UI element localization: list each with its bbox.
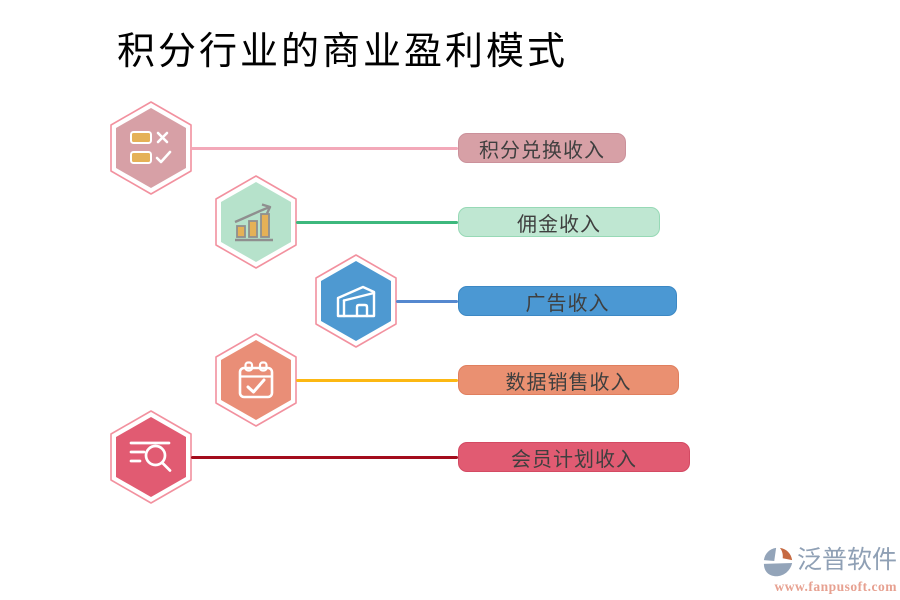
label-data-sales-income: 数据销售收入 <box>458 365 679 395</box>
hexagon-commission <box>214 174 298 270</box>
calendar-tab-left <box>244 361 254 372</box>
hexagon-outline <box>215 175 297 269</box>
connector-line <box>296 378 458 382</box>
label-text: 数据销售收入 <box>505 371 632 394</box>
magnifier-lens <box>144 444 167 467</box>
hexagon-shape <box>215 333 297 427</box>
label-advertising-income: 广告收入 <box>458 286 677 316</box>
connector-line <box>396 299 458 303</box>
check-mark <box>155 150 172 164</box>
building-outline <box>336 285 376 318</box>
calendar-tab-right <box>258 361 268 372</box>
brand-url: www.fanpusoft.com <box>774 579 897 594</box>
hexagon-outline <box>110 101 192 195</box>
footer-brand-block: 泛普软件 www.fanpusoft.com <box>760 546 897 595</box>
bar-chart-icon <box>234 203 273 242</box>
magnifier-handle <box>161 461 172 472</box>
cross-mark <box>156 131 169 144</box>
hexagon-fill <box>116 108 186 188</box>
label-text: 佣金收入 <box>517 213 601 236</box>
check-mark <box>246 378 266 394</box>
connector-line <box>191 146 458 150</box>
connector-line <box>191 455 458 459</box>
hexagon-shape <box>110 101 192 195</box>
roof-edge <box>342 291 376 302</box>
calendar-body <box>238 366 274 399</box>
checklist-icon <box>130 131 172 164</box>
label-text: 积分兑换收入 <box>479 139 605 162</box>
warehouse-icon <box>336 285 376 318</box>
hexagon-outline <box>315 254 397 348</box>
hexagon-shape <box>315 254 397 348</box>
hexagon-outline <box>110 410 192 504</box>
search-list-icon <box>129 441 172 472</box>
label-points-exchange-income: 积分兑换收入 <box>458 133 626 163</box>
hexagon-points-exchange <box>109 100 193 196</box>
hexagon-fill <box>321 261 391 341</box>
calendar-check-icon <box>238 361 274 399</box>
page-title: 积分行业的商业盈利模式 <box>117 31 569 73</box>
fanpu-logo-icon <box>763 547 793 577</box>
label-commission-income: 佣金收入 <box>458 207 660 237</box>
hexagon-advertising <box>314 253 398 349</box>
hexagon-membership <box>109 409 193 505</box>
hexagon-fill <box>116 417 186 497</box>
label-membership-plan-income: 会员计划收入 <box>458 442 690 472</box>
hexagon-data-sales <box>214 332 298 428</box>
trend-arrow <box>234 205 271 224</box>
connector-line <box>296 220 458 224</box>
hexagon-shape <box>110 410 192 504</box>
hexagon-fill <box>221 340 291 420</box>
label-text: 会员计划收入 <box>511 448 637 471</box>
label-text: 广告收入 <box>525 292 610 315</box>
hexagon-outline <box>215 333 297 427</box>
brand-name: 泛普软件 <box>796 547 897 574</box>
door <box>355 303 369 318</box>
trend-arrow-head <box>261 203 272 215</box>
